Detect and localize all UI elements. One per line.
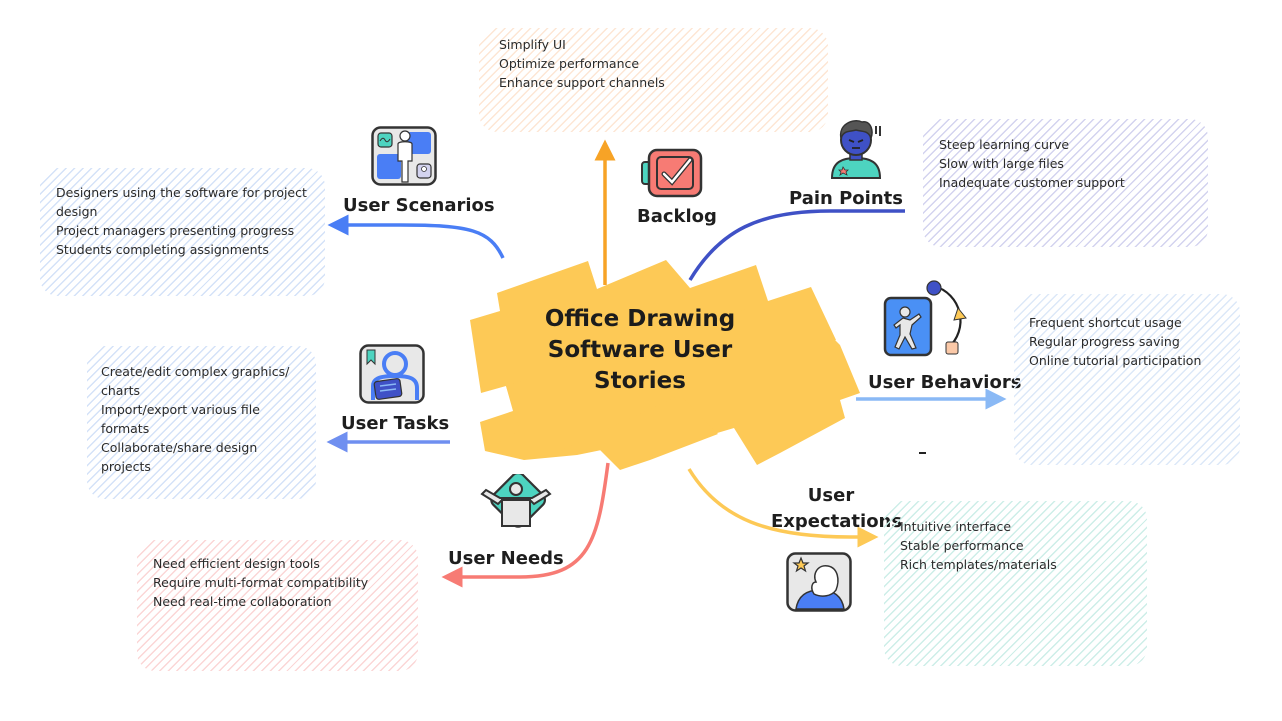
user-behavior-item: Regular progress saving xyxy=(1029,334,1180,349)
user-task-item: Create/edit complex graphics/ charts xyxy=(101,364,290,398)
backlog-item: Enhance support channels xyxy=(499,75,665,90)
user-needs-label[interactable]: User Needs xyxy=(448,548,564,569)
stray-mark xyxy=(919,452,926,454)
user-expectations-label[interactable]: User Expectations xyxy=(771,485,903,532)
pain-point-item: Steep learning curve xyxy=(939,137,1070,152)
user-expectation-item: Stable performance xyxy=(900,538,1024,553)
user-behavior-item: Online tutorial participation xyxy=(1029,353,1202,368)
user-expectation-item: Rich templates/materials xyxy=(900,557,1057,572)
user-tasks-label[interactable]: User Tasks xyxy=(341,413,450,434)
backlog-notes-box[interactable] xyxy=(479,28,828,132)
user-tasks-items: Create/edit complex graphics/ charts Imp… xyxy=(101,362,301,476)
checklist-clipboard-icon xyxy=(641,148,703,198)
user-behavior-item: Frequent shortcut usage xyxy=(1029,315,1182,330)
user-behaviors-label[interactable]: User Behaviors xyxy=(868,372,1022,393)
person-arms-up-icon xyxy=(480,474,552,528)
user-scenarios-notes-box[interactable] xyxy=(40,168,325,296)
person-star-icon xyxy=(786,552,852,612)
backlog-label[interactable]: Backlog xyxy=(637,206,717,227)
pain-points-items: Steep learning curve Slow with large fil… xyxy=(939,135,1125,192)
user-need-item: Need efficient design tools xyxy=(153,556,320,571)
frustrated-person-icon xyxy=(830,120,882,179)
backlog-items: Simplify UI Optimize performance Enhance… xyxy=(499,35,665,92)
user-task-item: Collaborate/share design projects xyxy=(101,440,258,474)
user-scenario-item: Project managers presenting progress xyxy=(56,223,295,238)
person-reading-icon xyxy=(359,344,425,404)
user-tasks-notes-box[interactable] xyxy=(87,346,316,499)
backlog-item: Optimize performance xyxy=(499,56,640,71)
backlog-item: Simplify UI xyxy=(499,37,566,52)
presentation-scene-icon xyxy=(371,126,437,186)
user-scenarios-items: Designers using the software for project… xyxy=(56,183,316,259)
user-needs-connector xyxy=(441,462,610,588)
user-expectations-notes-box[interactable] xyxy=(884,501,1147,666)
user-expectations-connector xyxy=(687,468,879,548)
user-expectation-item: Intuitive interface xyxy=(900,519,1012,534)
user-needs-notes-box[interactable] xyxy=(137,540,418,671)
pain-points-notes-box[interactable] xyxy=(923,119,1208,247)
pain-point-item: Slow with large files xyxy=(939,156,1064,171)
user-needs-items: Need efficient design tools Require mult… xyxy=(153,554,368,611)
central-topic-shape[interactable] xyxy=(470,260,860,470)
user-task-item: Import/export various file formats xyxy=(101,402,260,436)
pain-points-connector xyxy=(688,209,905,281)
user-scenario-item: Students completing assignments xyxy=(56,242,269,257)
pain-points-label[interactable]: Pain Points xyxy=(789,188,903,209)
user-behaviors-items: Frequent shortcut usage Regular progress… xyxy=(1029,313,1201,370)
pain-point-item: Inadequate customer support xyxy=(939,175,1125,190)
user-need-item: Need real-time collaboration xyxy=(153,594,332,609)
user-scenario-item: Designers using the software for project… xyxy=(56,185,307,219)
user-scenarios-label[interactable]: User Scenarios xyxy=(343,195,495,216)
user-need-item: Require multi-format compatibility xyxy=(153,575,369,590)
person-cycle-icon xyxy=(883,280,967,357)
user-behaviors-notes-box[interactable] xyxy=(1014,294,1240,465)
central-topic-title[interactable]: Office Drawing Software User Stories xyxy=(544,306,736,394)
user-expectations-items: Intuitive interface Stable performance R… xyxy=(900,517,1057,574)
user-scenarios-connector xyxy=(327,214,505,259)
